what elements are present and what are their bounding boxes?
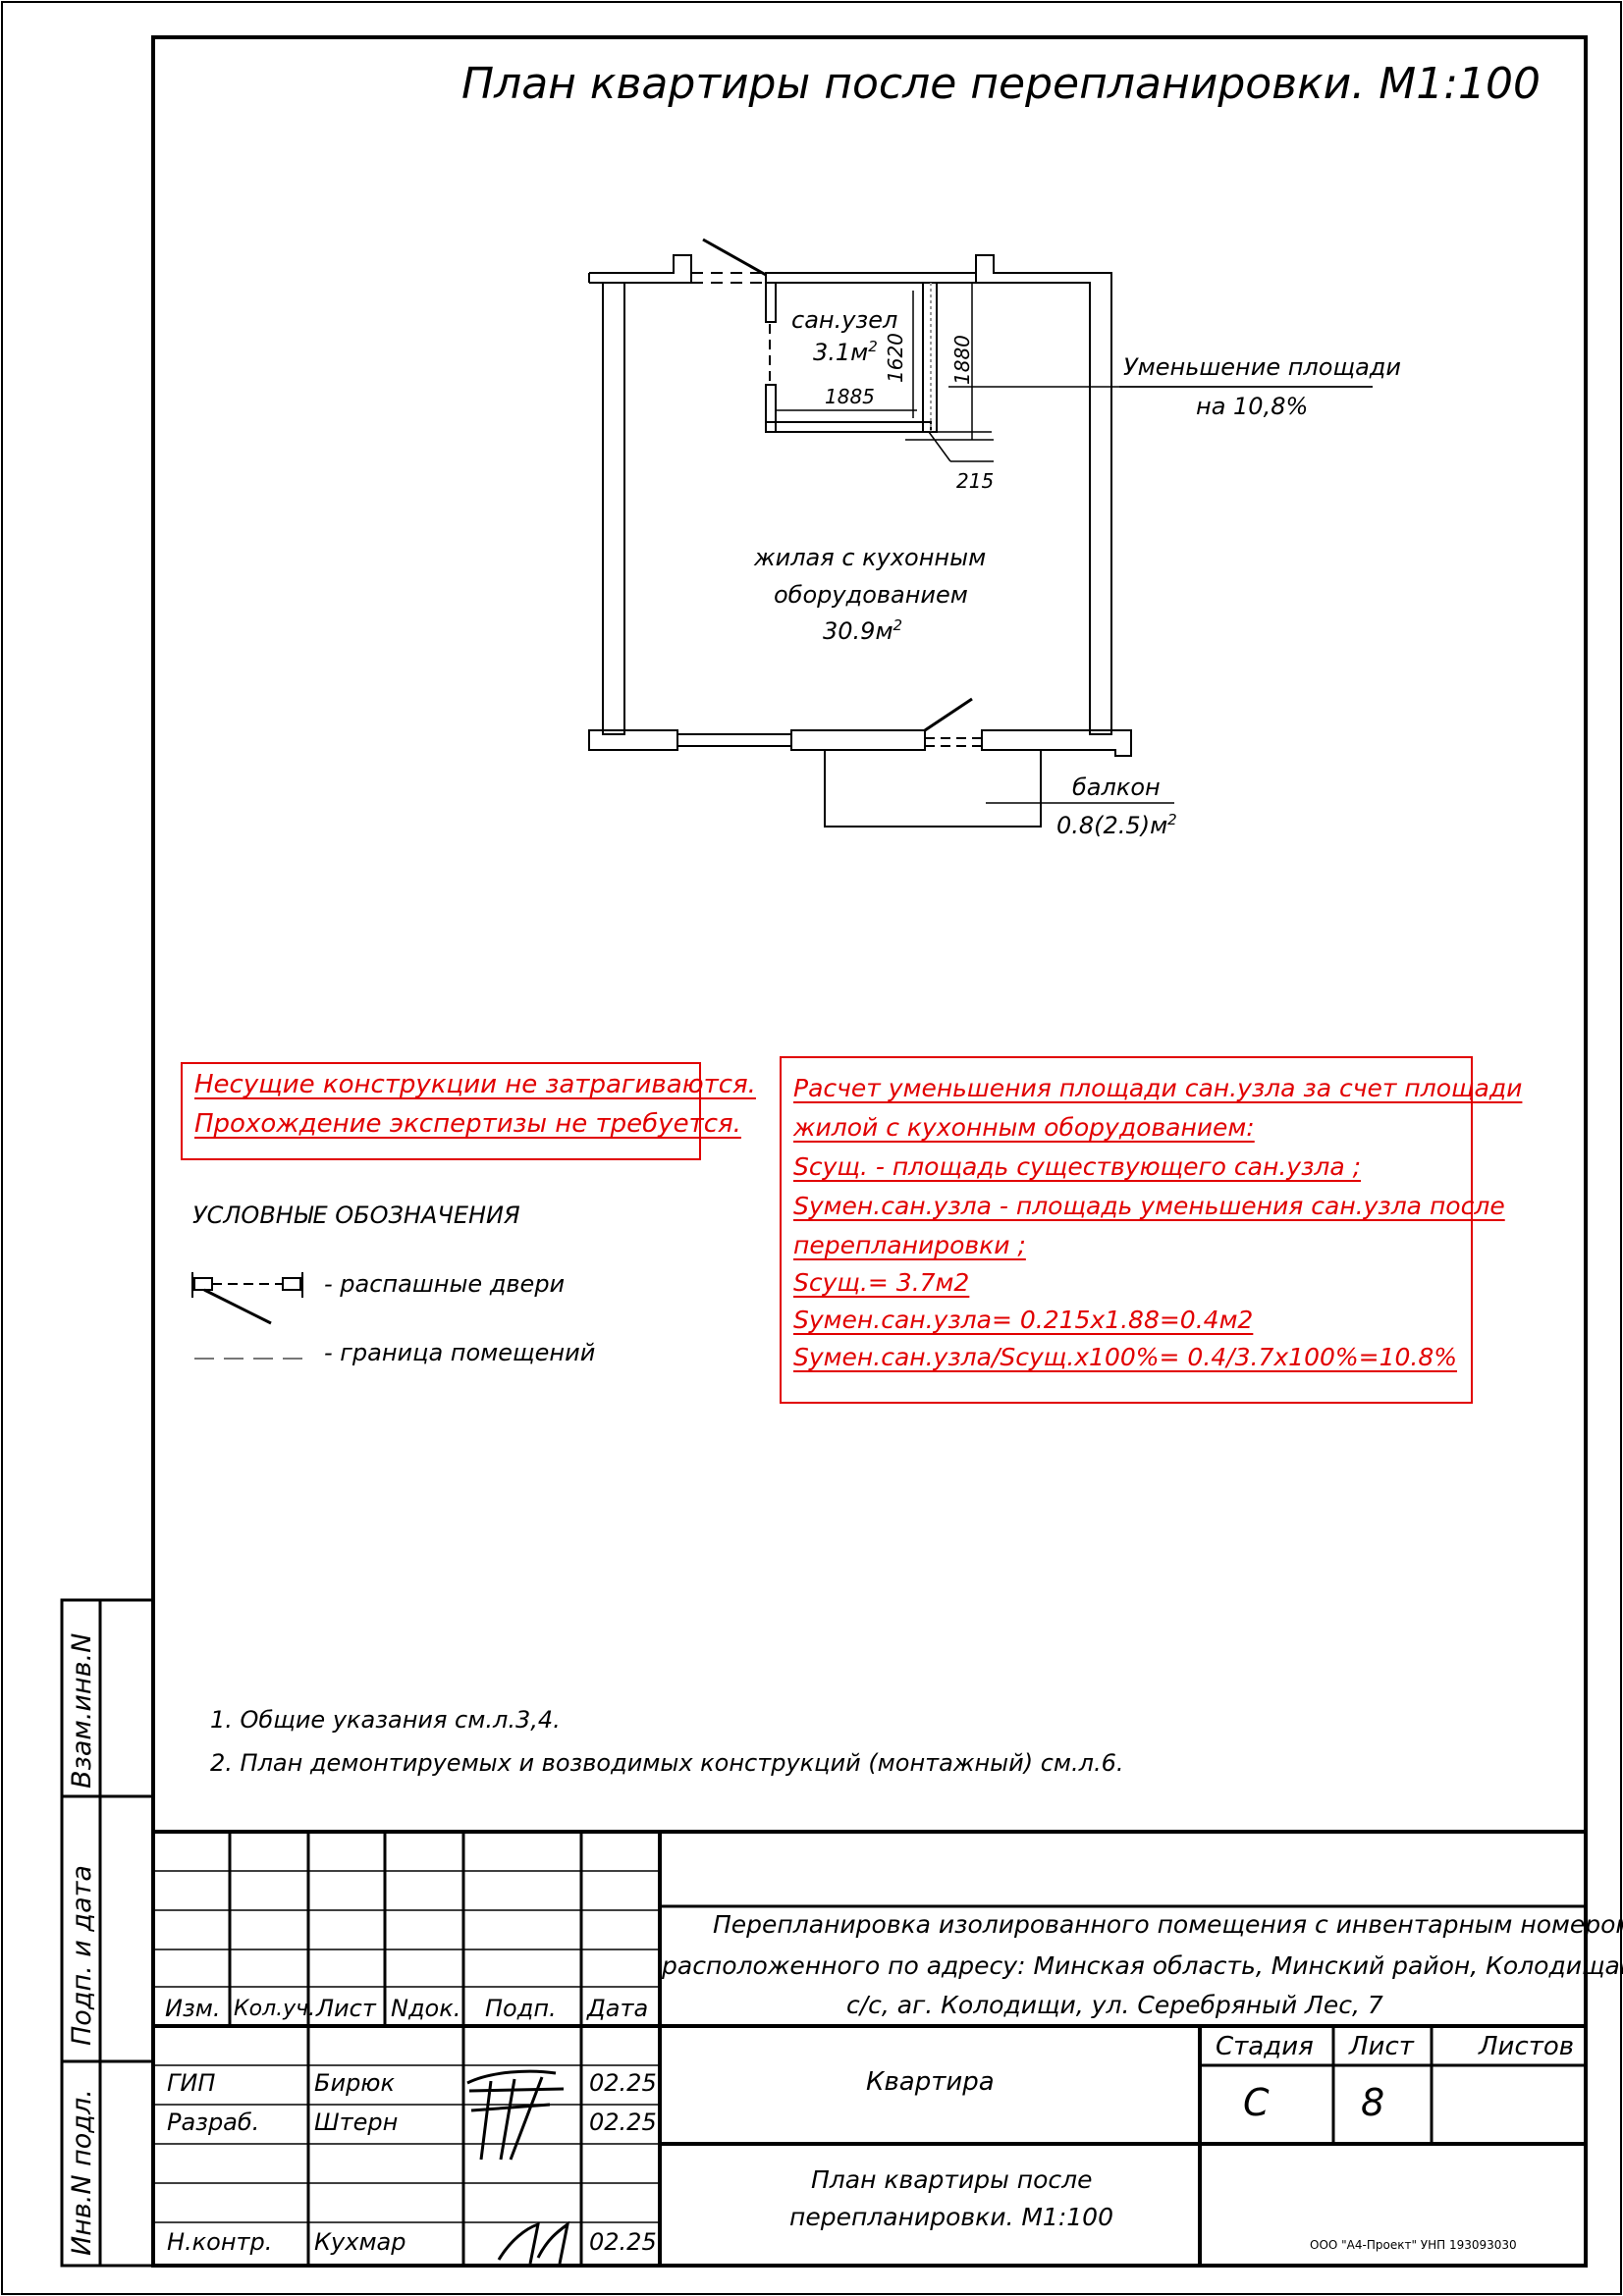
living-label-1: жилая с кухонным xyxy=(754,544,987,571)
reduction-label-1: Уменьшение площади xyxy=(1123,353,1401,381)
legend-title: УСЛОВНЫЕ ОБОЗНАЧЕНИЯ xyxy=(192,1201,520,1229)
legend-boundary: - граница помещений xyxy=(324,1339,596,1366)
stamp-header-izm: Изм. xyxy=(165,1995,221,2022)
note-1: 1. Общие указания см.л.3,4. xyxy=(210,1706,561,1734)
balcony-area-sup: 2 xyxy=(1167,811,1177,828)
stamp-name-shtern: Штерн xyxy=(314,2109,399,2136)
living-area-sup: 2 xyxy=(893,616,903,634)
sheets-header: Листов xyxy=(1479,2032,1575,2061)
sheet-value: 8 xyxy=(1361,2081,1385,2124)
calc-line: Sумен.сан.узла= 0.215x1.88=0.4м2 xyxy=(793,1306,1254,1334)
stamp-name-biryuk: Бирюк xyxy=(314,2069,395,2097)
side-label-podp: Подп. и дата xyxy=(67,1865,97,2046)
stamp-header-data: Дата xyxy=(587,1995,649,2022)
calc-line: жилой с кухонным оборудованием: xyxy=(793,1113,1255,1142)
project-line-3: с/с, аг. Колодищи, ул. Серебряный Лес, 7 xyxy=(846,1991,1383,2019)
bath-label: сан.узел xyxy=(791,306,898,334)
title-block-grid xyxy=(153,1830,1586,2266)
balcony-label: балкон xyxy=(1072,774,1161,801)
page-title: План квартиры после перепланировки. М1:1… xyxy=(461,59,1542,109)
calc-line: Sумен.сан.узла - площадь уменьшения сан.… xyxy=(793,1192,1505,1220)
bath-area: 3.1м2 xyxy=(813,338,878,366)
living-area: 30.9м2 xyxy=(823,616,902,645)
calc-line: Sумен.сан.узла/Sсущ.x100%= 0.4/3.7x100%=… xyxy=(793,1343,1458,1371)
calc-line: перепланировки ; xyxy=(793,1231,1026,1259)
reduction-label-2: на 10,8% xyxy=(1196,393,1309,420)
side-label-vzam: Взам.инв.N xyxy=(67,1632,97,1789)
project-line-1: Перепланировка изолированного помещения … xyxy=(713,1910,1623,1939)
living-label-2: оборудованием xyxy=(774,581,968,609)
sheet-title-1: План квартиры после xyxy=(811,2165,1093,2194)
side-label-inv: Инв.N подл. xyxy=(67,2089,97,2256)
stamp-role-nkontr: Н.контр. xyxy=(167,2228,273,2256)
dim-215: 215 xyxy=(956,469,995,493)
calc-line: Sсущ.= 3.7м2 xyxy=(793,1268,970,1297)
living-area-value: 30.9м xyxy=(823,617,893,645)
bath-area-sup: 2 xyxy=(868,338,878,355)
calc-box xyxy=(780,1056,1473,1404)
legend-doors: - распашные двери xyxy=(324,1270,566,1298)
dimension-lines xyxy=(776,283,1373,804)
dim-1880: 1880 xyxy=(950,335,974,385)
floor-plan xyxy=(588,238,1132,828)
bath-area-value: 3.1м xyxy=(813,339,869,366)
stage-value: С xyxy=(1243,2081,1270,2124)
notice-box xyxy=(181,1062,701,1160)
stamp-date-3: 02.25 xyxy=(589,2228,657,2256)
stamp-date-2: 02.25 xyxy=(589,2109,657,2136)
signature-kukhmar xyxy=(497,2220,570,2265)
stamp-header-ndok: Nдок. xyxy=(391,1995,461,2022)
stamp-header-koluch: Кол.уч. xyxy=(234,1997,316,2021)
calc-line: Sсущ. - площадь существующего сан.узла ; xyxy=(793,1152,1362,1181)
stamp-role-gip: ГИП xyxy=(167,2069,216,2097)
notice-line-2: Прохождение экспертизы не требуется. xyxy=(194,1109,741,1139)
balcony-area-value: 0.8(2.5)м xyxy=(1056,812,1168,839)
stage-header: Стадия xyxy=(1216,2032,1314,2061)
stamp-date-1: 02.25 xyxy=(589,2069,657,2097)
side-stamp xyxy=(60,1598,155,2268)
project-line-2: расположенного по адресу: Минская област… xyxy=(662,1951,1623,1980)
sheet-header: Лист xyxy=(1349,2032,1414,2061)
note-2: 2. План демонтируемых и возводимых конст… xyxy=(210,1749,1124,1777)
company-label: ООО "А4-Проект" УНП 193093030 xyxy=(1310,2238,1517,2252)
notice-line-1: Несущие конструкции не затрагиваются. xyxy=(194,1070,756,1099)
signature-biryuk xyxy=(466,2069,565,2161)
stamp-name-kukhmar: Кухмар xyxy=(314,2228,406,2256)
object-name: Квартира xyxy=(866,2067,995,2097)
stamp-role-razrab: Разраб. xyxy=(167,2109,260,2136)
stamp-header-list: Лист xyxy=(316,1995,376,2022)
balcony-area: 0.8(2.5)м2 xyxy=(1056,811,1177,839)
dim-1620: 1620 xyxy=(884,333,907,383)
dim-1885: 1885 xyxy=(825,385,875,408)
sheet-title-2: перепланировки. М1:100 xyxy=(789,2203,1113,2231)
legend-graphics xyxy=(191,1272,304,1360)
calc-line: Расчет уменьшения площади сан.узла за сч… xyxy=(793,1074,1523,1102)
stamp-header-podp: Подп. xyxy=(485,1995,557,2022)
